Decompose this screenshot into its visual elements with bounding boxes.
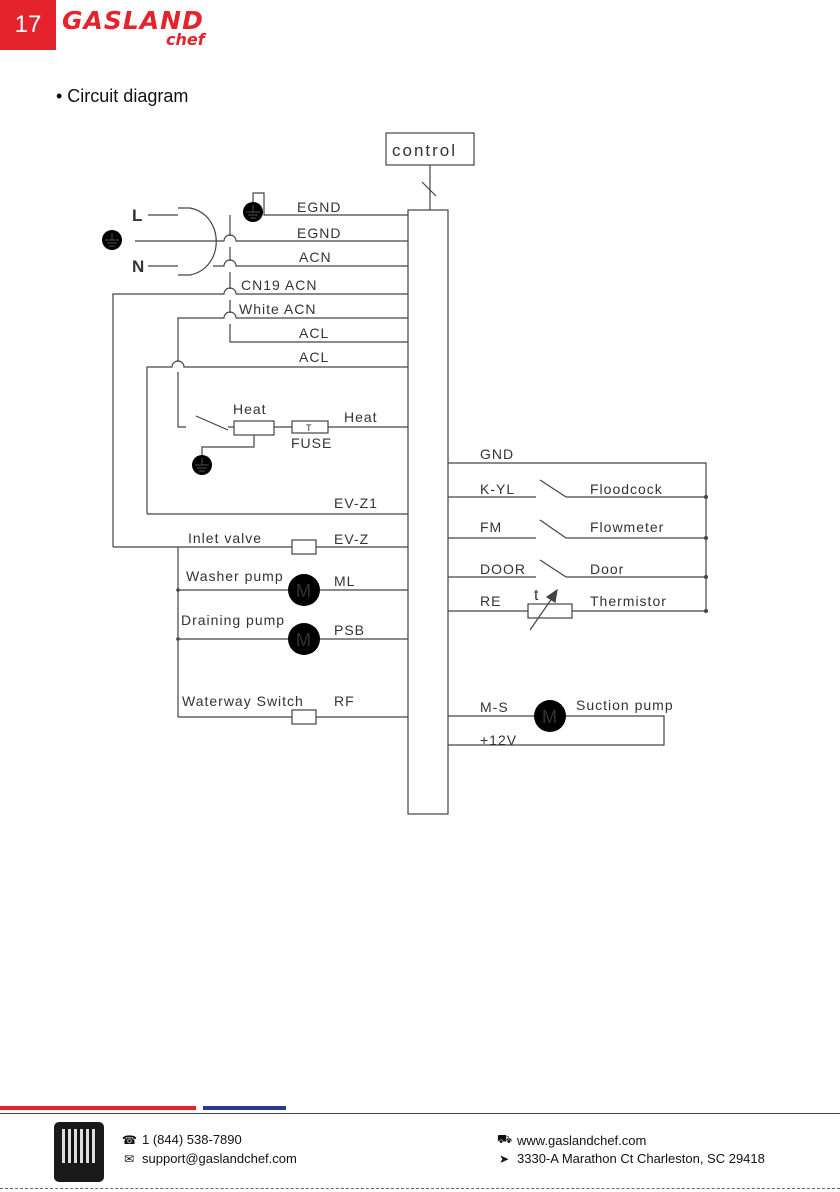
re-label: RE <box>480 593 501 609</box>
qr-code-pattern <box>62 1129 96 1163</box>
line-L-label: L <box>132 206 143 225</box>
phone-text: 1 (844) 538-7890 <box>142 1132 242 1147</box>
website-text: www.gaslandchef.com <box>517 1132 647 1148</box>
cn19-acn-wire <box>112 287 408 547</box>
door-label: Door <box>590 561 624 577</box>
washer-pump-node <box>176 588 180 592</box>
thermistor-node <box>704 609 708 613</box>
control-bus-slash <box>421 181 437 197</box>
egnd2-wire <box>135 234 408 242</box>
door-node <box>704 575 708 579</box>
footer-red-bar <box>0 1106 196 1110</box>
floodcock-node <box>704 495 708 499</box>
evz1-label: EV-Z1 <box>334 495 378 511</box>
gnd-wire <box>448 462 707 611</box>
waterway-switch-label: Waterway Switch <box>182 693 304 709</box>
cn19-acn-label: CN19 ACN <box>241 277 317 293</box>
main-connector-bar <box>407 209 449 815</box>
acl1-label: ACL <box>299 325 329 341</box>
phone-icon: ☎ <box>122 1132 137 1147</box>
heat-pin-label: Heat <box>344 409 378 425</box>
floodcock-label: Floodcock <box>590 481 663 497</box>
location-arrow-icon: ➤ <box>498 1151 510 1166</box>
heat-ground-wire <box>201 435 255 457</box>
ground-symbol-2 <box>102 230 122 250</box>
inlet-valve-element <box>291 539 317 555</box>
footer-address: ➤ 3330-A Marathon Ct Charleston, SC 2941… <box>497 1151 765 1166</box>
address-text: 3330-A Marathon Ct Charleston, SC 29418 <box>517 1151 765 1166</box>
door-wire <box>448 559 706 578</box>
thermistor-element <box>527 603 573 619</box>
ground-symbol-1 <box>243 202 263 222</box>
floodcock-wire <box>448 479 706 498</box>
white-acn-wire <box>177 311 408 362</box>
acl2-label: ACL <box>299 349 329 365</box>
flowmeter-label: Flowmeter <box>590 519 664 535</box>
footer-blue-bar <box>203 1106 286 1110</box>
evz-label: EV-Z <box>334 531 369 547</box>
fuse-label: FUSE <box>291 435 332 451</box>
white-acn-label: White ACN <box>239 301 316 317</box>
washer-pump-label: Washer pump <box>186 568 284 584</box>
footer-bottom-border <box>0 1188 840 1190</box>
washer-pump-motor-label: M <box>296 581 311 601</box>
thermistor-label: Thermistor <box>590 593 667 609</box>
heat-switch-wire <box>177 372 234 431</box>
flowmeter-wire <box>448 519 706 539</box>
draining-pump-node <box>176 637 180 641</box>
waterway-switch-element <box>291 709 317 725</box>
acn1-label: ACN <box>299 249 332 265</box>
footer-website: ⛟ www.gaslandchef.com <box>497 1132 646 1148</box>
thermistor-symbol: t <box>534 587 539 604</box>
footer-email: ✉ support@gaslandchef.com <box>122 1151 297 1166</box>
egnd2-label: EGND <box>297 225 341 241</box>
section-title: • Circuit diagram <box>56 86 189 106</box>
fuse-symbol: T <box>306 423 313 433</box>
egnd1-label: EGND <box>297 199 341 215</box>
footer-divider <box>0 1113 840 1114</box>
cart-icon: ⛟ <box>497 1132 513 1146</box>
heat-element-label: Heat <box>233 401 267 417</box>
suction-pump-wire <box>448 715 665 746</box>
page-number: 17 <box>0 0 56 50</box>
draining-pump-motor <box>288 623 320 655</box>
flowmeter-node <box>704 536 708 540</box>
ms-label: M-S <box>480 699 509 715</box>
control-label: control <box>392 141 457 160</box>
draining-pump-motor-label: M <box>296 630 311 650</box>
acl1-wire <box>229 215 408 343</box>
v12-label: +12V <box>480 732 517 748</box>
suction-pump-motor-label: M <box>542 707 557 727</box>
suction-pump-label: Suction pump <box>576 697 674 713</box>
egnd1-wire <box>252 192 408 216</box>
footer-phone: ☎ 1 (844) 538-7890 <box>122 1132 242 1147</box>
logo-sub-text: chef <box>166 30 205 49</box>
thermistor-arrow-head <box>545 588 558 603</box>
ground-symbol-3 <box>192 455 212 475</box>
line-N-label: N <box>132 257 145 276</box>
logo-main-text: GASLAND <box>62 6 204 35</box>
psb-label: PSB <box>334 622 365 638</box>
door-pin-label: DOOR <box>480 561 526 577</box>
email-text: support@gaslandchef.com <box>142 1151 297 1166</box>
heat-element <box>233 420 275 436</box>
acl2-wire <box>146 360 408 514</box>
draining-pump-label: Draining pump <box>181 612 285 628</box>
email-icon: ✉ <box>123 1151 135 1166</box>
qr-code <box>54 1122 104 1182</box>
rf-label: RF <box>334 693 355 709</box>
suction-pump-motor <box>534 700 566 732</box>
ml-label: ML <box>334 573 355 589</box>
washer-pump-motor <box>288 574 320 606</box>
gnd-label: GND <box>480 446 514 462</box>
kyl-label: K-YL <box>480 481 515 497</box>
brand-logo: GASLAND chef <box>62 6 212 50</box>
fm-label: FM <box>480 519 502 535</box>
inlet-valve-label: Inlet valve <box>188 530 262 546</box>
